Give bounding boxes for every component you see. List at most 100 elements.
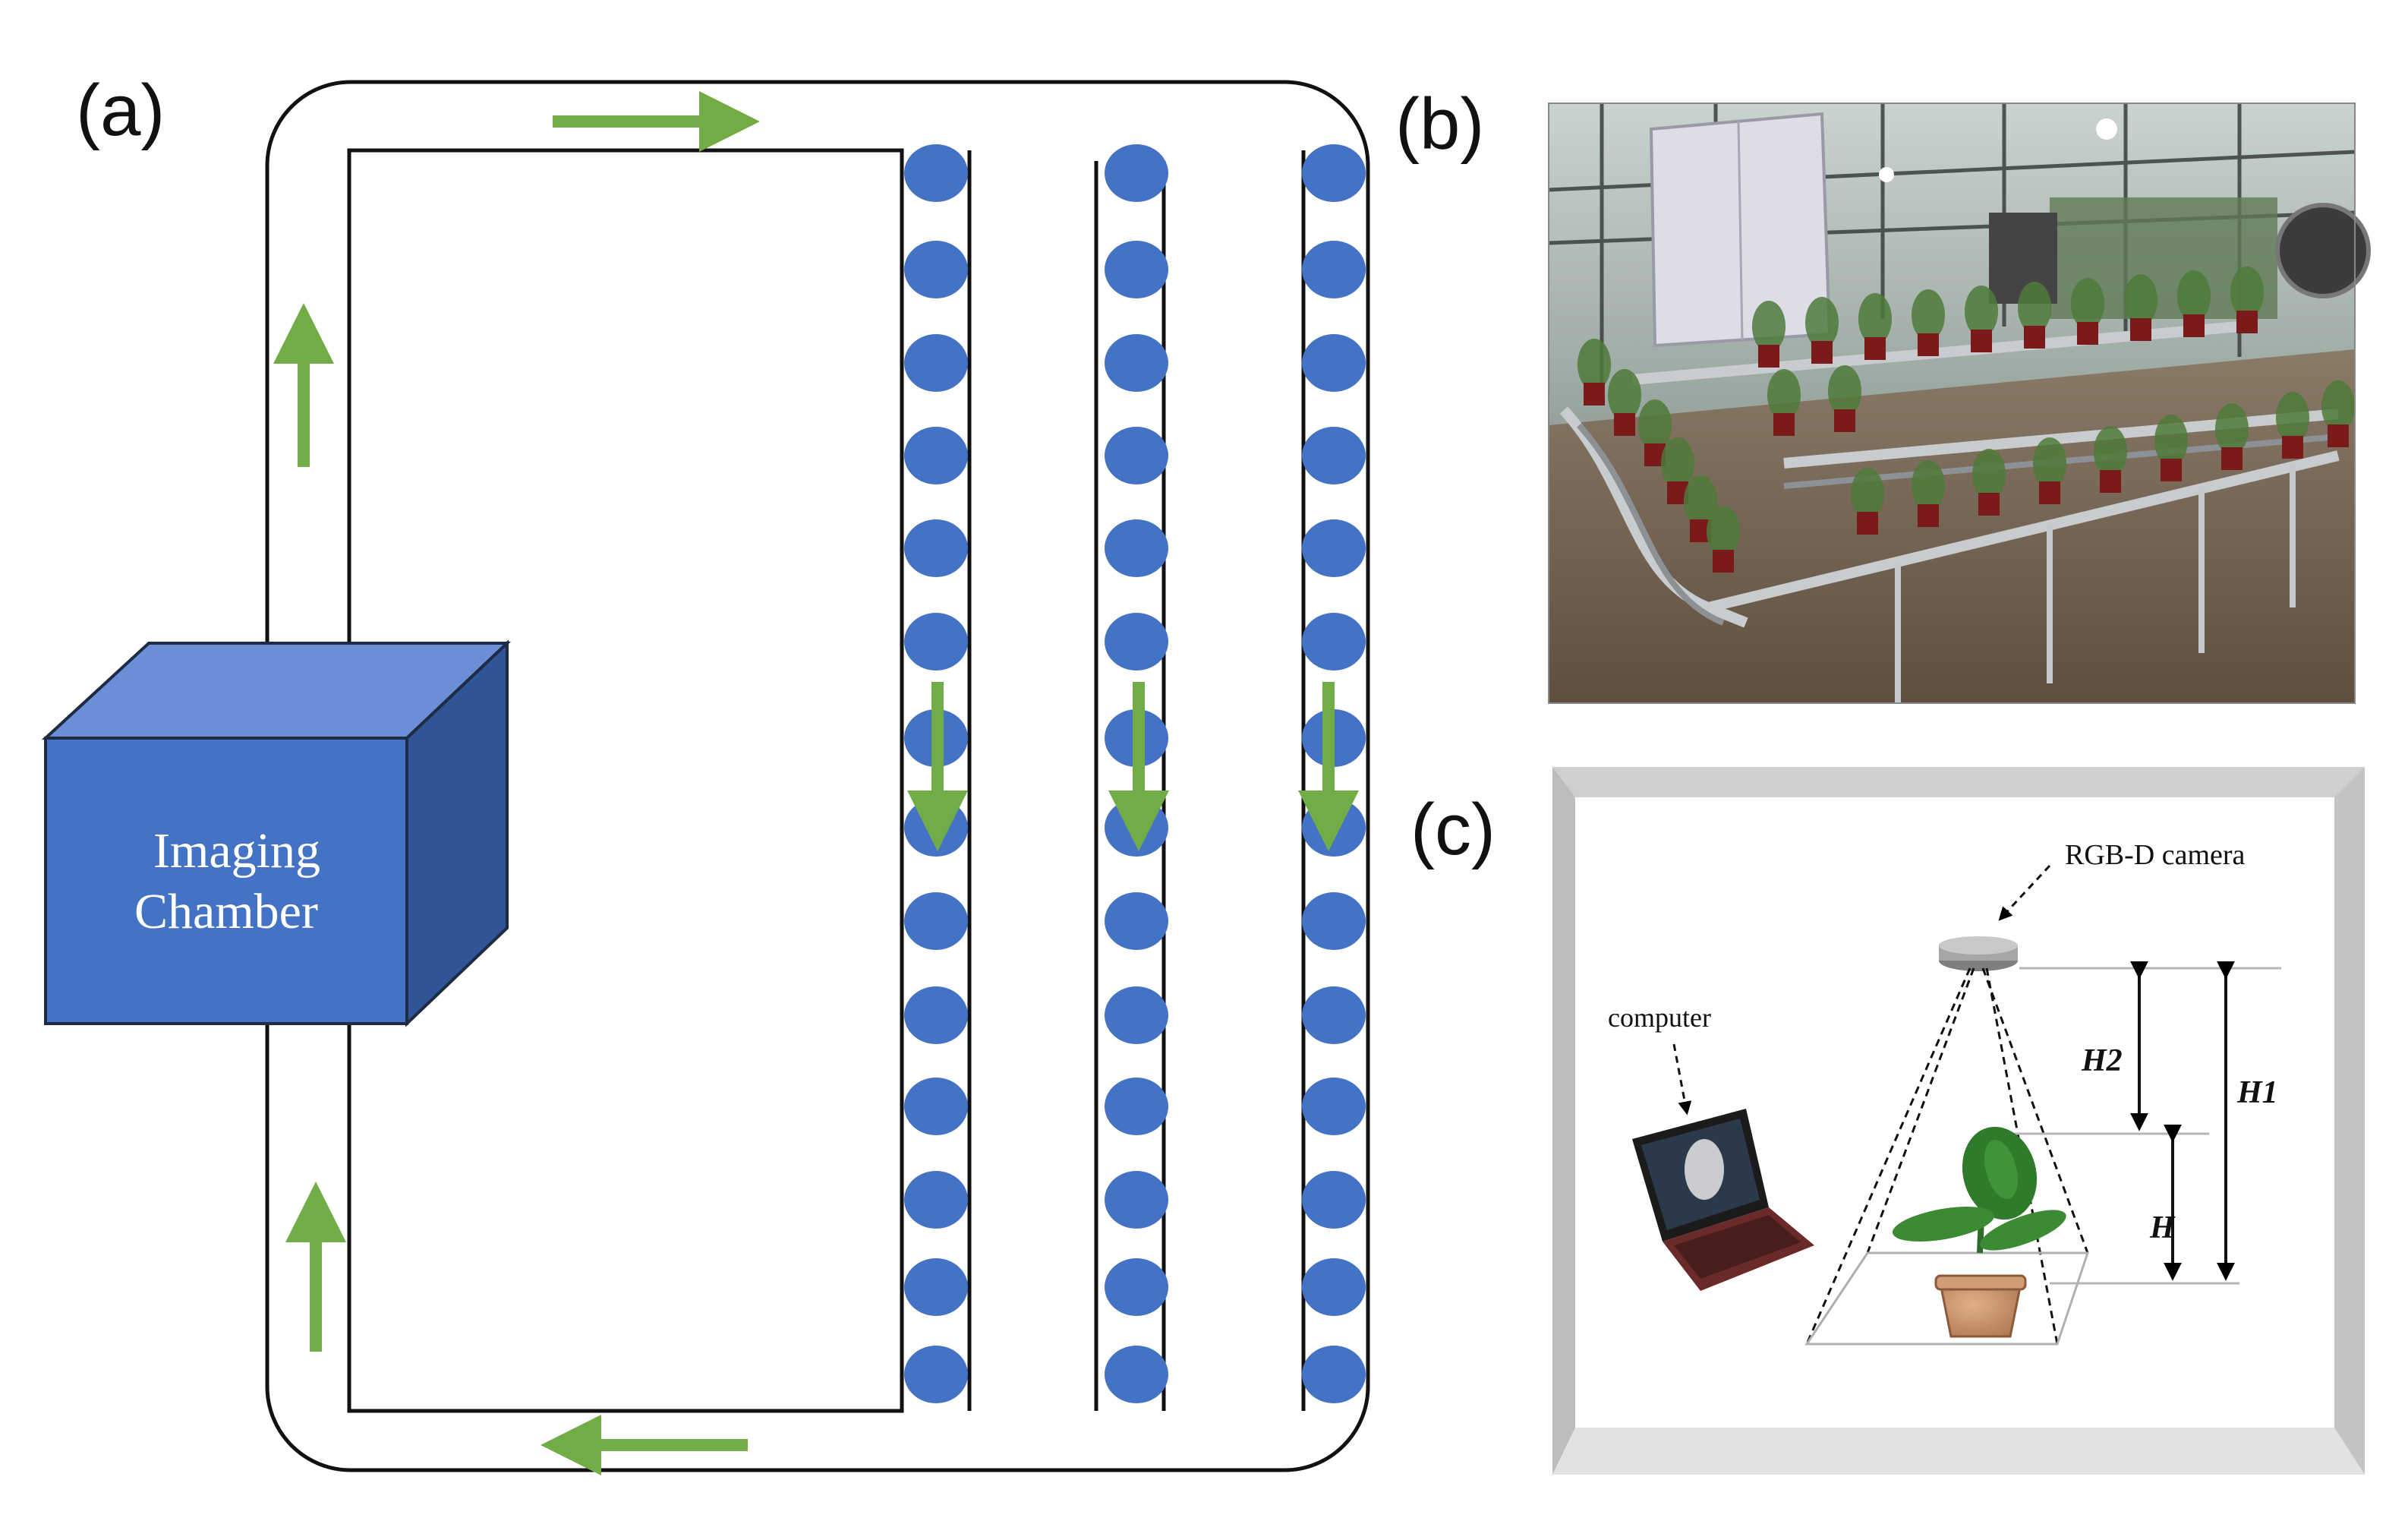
camera-label: RGB-D camera bbox=[2065, 839, 2246, 871]
photo-plant bbox=[1577, 339, 1611, 390]
pot-dot bbox=[1302, 427, 1366, 484]
photo-plant bbox=[1851, 468, 1884, 519]
photo-pot bbox=[1614, 413, 1635, 436]
panel-a: (a) Imaging Cha bbox=[41, 70, 1370, 1475]
panel-a-label: (a) bbox=[76, 70, 165, 151]
pot-dot bbox=[904, 1346, 968, 1403]
pot-dot bbox=[1302, 144, 1366, 202]
photo-pot bbox=[1713, 550, 1734, 573]
pot-dot bbox=[1302, 519, 1366, 577]
pot-dot bbox=[904, 241, 968, 298]
imaging-frame bbox=[1552, 767, 2365, 1475]
pot-dot bbox=[1302, 1258, 1366, 1316]
photo-pot bbox=[1584, 383, 1605, 405]
pot-dot bbox=[1302, 1346, 1366, 1403]
pot-dot bbox=[904, 519, 968, 577]
photo-pot bbox=[1918, 504, 1939, 527]
pot-dot bbox=[1105, 1078, 1168, 1135]
photo-plant bbox=[2230, 267, 2264, 318]
photo-pot bbox=[2221, 447, 2243, 470]
photo-plant bbox=[1707, 506, 1740, 557]
imaging-chamber: Imaging Chamber bbox=[41, 639, 512, 1027]
pot-dot bbox=[1105, 519, 1168, 577]
photo-pot bbox=[1758, 345, 1779, 368]
label-h1: H1 bbox=[2236, 1075, 2278, 1110]
plant-icon bbox=[1892, 1126, 2066, 1338]
field-of-view bbox=[1804, 967, 2090, 1346]
photo-plant bbox=[1828, 365, 1861, 417]
photo-plant bbox=[1965, 286, 1998, 337]
pot-dots bbox=[904, 144, 1366, 1403]
photo-plant bbox=[1608, 369, 1641, 421]
pot-dot bbox=[1105, 1346, 1168, 1403]
photo-plant bbox=[2071, 278, 2104, 330]
photo-plant bbox=[2154, 415, 2188, 466]
photo-plant bbox=[2094, 426, 2127, 478]
pot-dot bbox=[904, 892, 968, 950]
photo-plant bbox=[2276, 392, 2309, 443]
pot-dot bbox=[1302, 334, 1366, 392]
photo-plant bbox=[1767, 369, 1801, 421]
photo-pot bbox=[2161, 459, 2182, 481]
photo-plant bbox=[1858, 293, 1892, 345]
panel-c-label: (c) bbox=[1410, 789, 1496, 870]
pot-dot bbox=[1105, 613, 1168, 671]
pot-dot bbox=[904, 613, 968, 671]
photo-plant bbox=[1972, 449, 2006, 500]
pot-dot bbox=[904, 1171, 968, 1229]
photo-plant bbox=[1638, 399, 1672, 451]
pot-dot bbox=[904, 1258, 968, 1316]
photo-plant bbox=[2033, 437, 2066, 489]
photo-plant bbox=[1912, 289, 1945, 341]
chamber-front bbox=[44, 737, 408, 1025]
photo-plant bbox=[1684, 475, 1717, 527]
photo-plant bbox=[2177, 270, 2211, 322]
laptop-icon bbox=[1632, 1109, 1814, 1291]
photo-pot bbox=[1918, 333, 1939, 356]
pot-dot bbox=[1105, 427, 1168, 484]
pot-dot bbox=[1302, 1078, 1366, 1135]
photo-pot bbox=[2130, 318, 2151, 341]
panel-b: (b) bbox=[1395, 84, 2371, 704]
photo-plant bbox=[1752, 301, 1786, 352]
flow-arrows bbox=[273, 91, 1359, 1475]
chamber-label-line2: Chamber bbox=[134, 884, 318, 939]
camera-icon bbox=[1939, 936, 2018, 971]
chamber-label-line1: Imaging bbox=[153, 823, 320, 879]
photo-pot bbox=[2077, 322, 2098, 345]
pot-dot bbox=[1105, 892, 1168, 950]
pot-dot bbox=[1302, 1171, 1366, 1229]
photo-plant bbox=[2215, 403, 2249, 455]
pot-dot bbox=[1105, 144, 1168, 202]
photo-plant bbox=[1805, 297, 1839, 349]
pot-dot bbox=[904, 334, 968, 392]
photo-pot bbox=[1857, 512, 1878, 535]
photo-pot bbox=[2100, 470, 2121, 493]
pot-dot bbox=[904, 144, 968, 202]
photo-pot bbox=[1811, 341, 1833, 364]
photo-pot bbox=[2024, 326, 2045, 349]
pot-dot bbox=[1302, 892, 1366, 950]
label-h: H bbox=[2149, 1210, 2176, 1245]
pot-dot bbox=[1302, 986, 1366, 1044]
photo-pot bbox=[1864, 337, 1886, 360]
computer-label: computer bbox=[1608, 1002, 1711, 1033]
photo-plant bbox=[2321, 380, 2355, 432]
pot-dot bbox=[1302, 241, 1366, 298]
pot-dot bbox=[1105, 241, 1168, 298]
panel-c: (c) RGB-D camera bbox=[1410, 767, 2365, 1475]
photo-pot bbox=[1773, 413, 1795, 436]
photo-pot bbox=[2328, 424, 2349, 447]
panel-b-label: (b) bbox=[1395, 84, 1484, 165]
pot-dot bbox=[1105, 334, 1168, 392]
photo-pot bbox=[2183, 314, 2205, 337]
label-h2: H2 bbox=[2081, 1043, 2123, 1078]
photo-plant bbox=[2124, 274, 2157, 326]
pot-dot bbox=[1302, 613, 1366, 671]
photo-plant bbox=[2018, 282, 2051, 333]
photo-pot bbox=[1834, 409, 1855, 432]
pot-dot bbox=[1105, 1171, 1168, 1229]
pot-dot bbox=[904, 427, 968, 484]
photo-pot bbox=[1971, 330, 1992, 352]
